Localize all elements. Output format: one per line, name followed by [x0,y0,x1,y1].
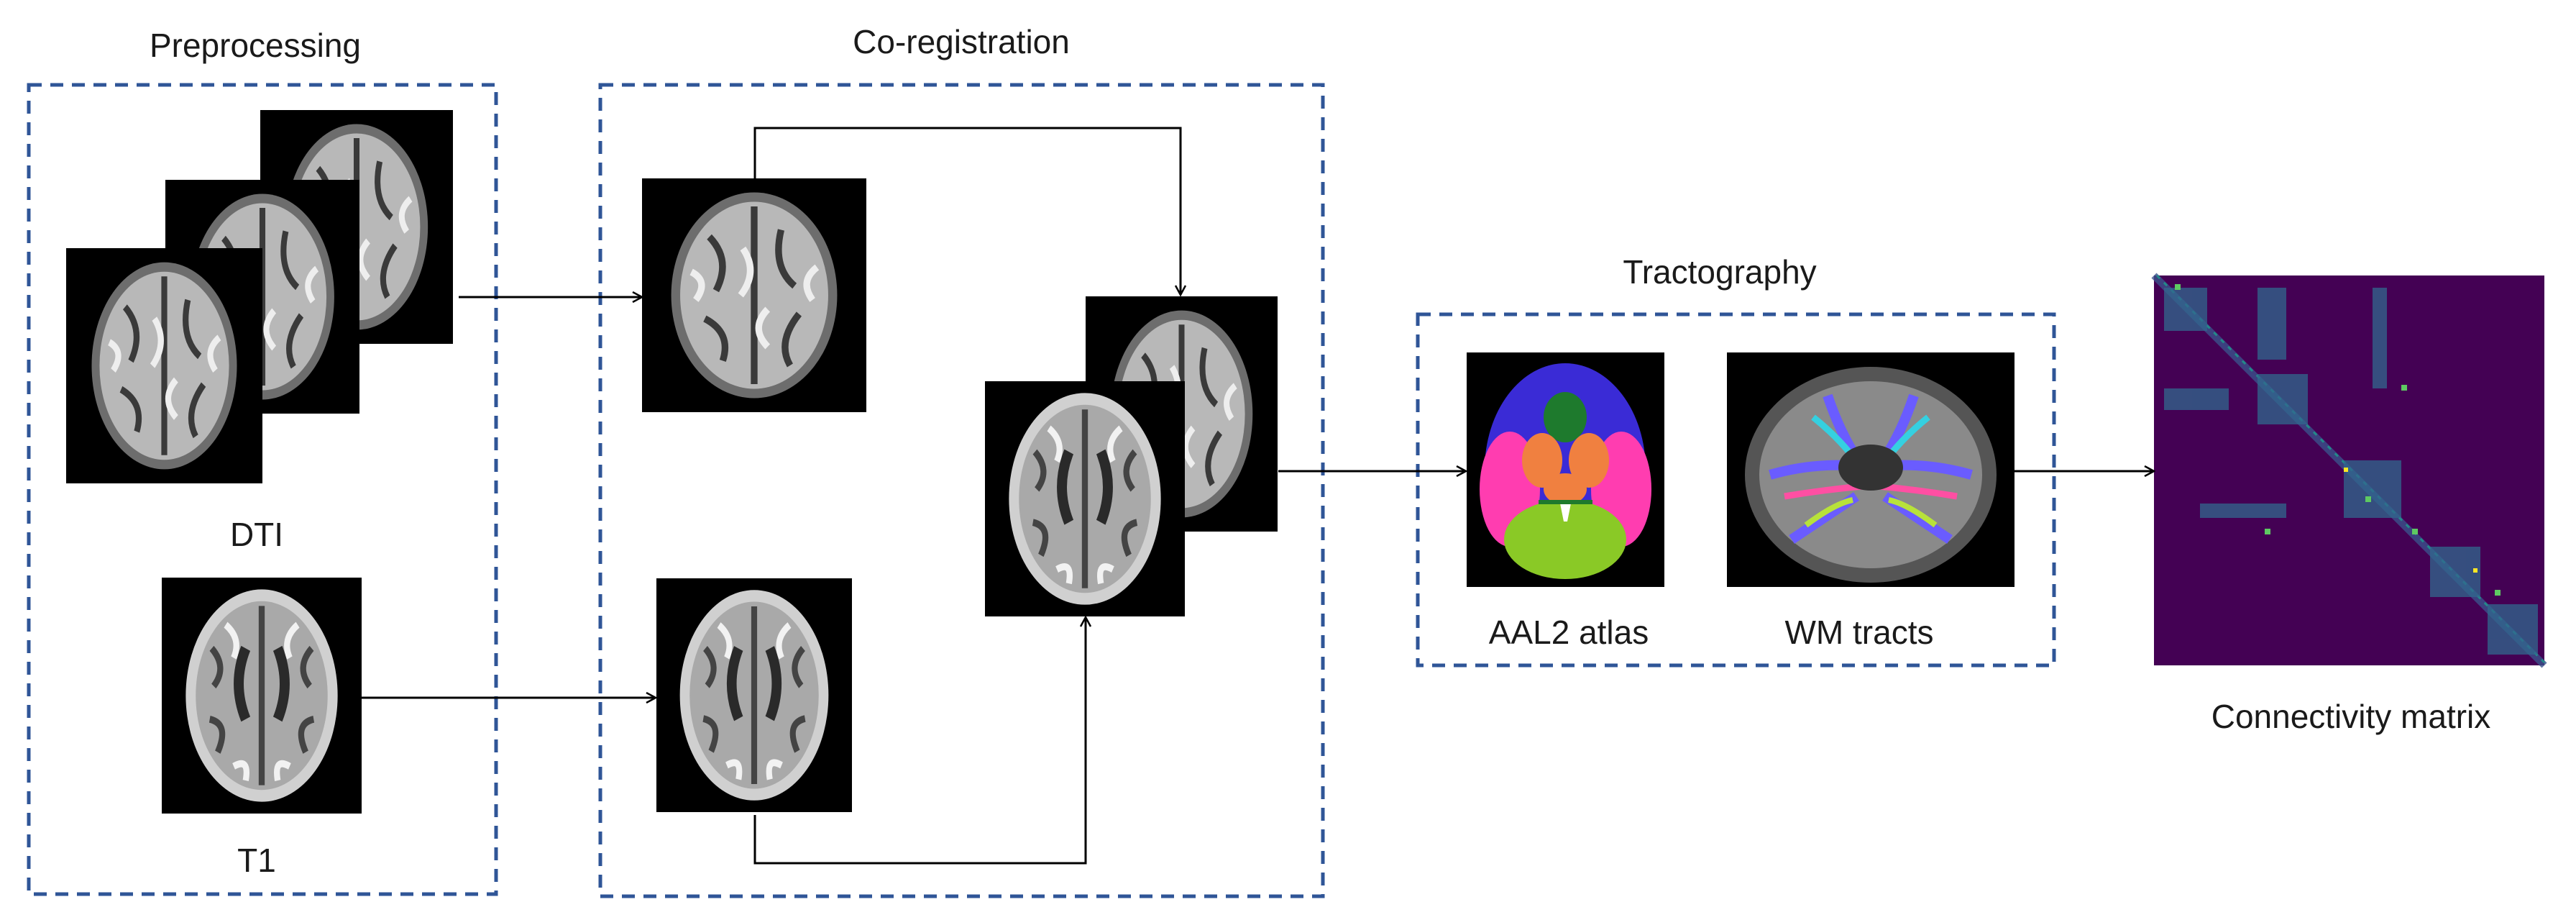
connectivity-matrix-image [2151,273,2547,668]
wm-tracts-label: WM tracts [1784,614,1934,651]
wm-tracts-image [1727,352,2014,587]
dti-label: DTI [229,516,284,553]
arrow-t1-to-registered [753,617,1086,865]
coreg-t1-image [656,578,852,812]
dti-image-stack [66,110,453,483]
connectivity-matrix-label: Connectivity matrix [2211,698,2491,735]
coreg-dti-image [642,178,866,412]
registered-t1-image [985,381,1185,616]
coregistration-title: Co-registration [853,23,1070,60]
tractography-title: Tractography [1623,253,1817,291]
aal2-atlas-image [1467,352,1664,587]
preprocessing-box [27,83,498,896]
aal2-atlas-label: AAL2 atlas [1488,614,1649,651]
t1-label: T1 [237,842,276,879]
flow-arrows [361,127,2154,865]
t1-image [162,578,362,814]
arrow-dti-to-registered [753,127,1181,295]
tractography-box [1416,312,2056,668]
coregistration-box [598,83,1325,898]
preprocessing-title: Preprocessing [149,27,362,64]
